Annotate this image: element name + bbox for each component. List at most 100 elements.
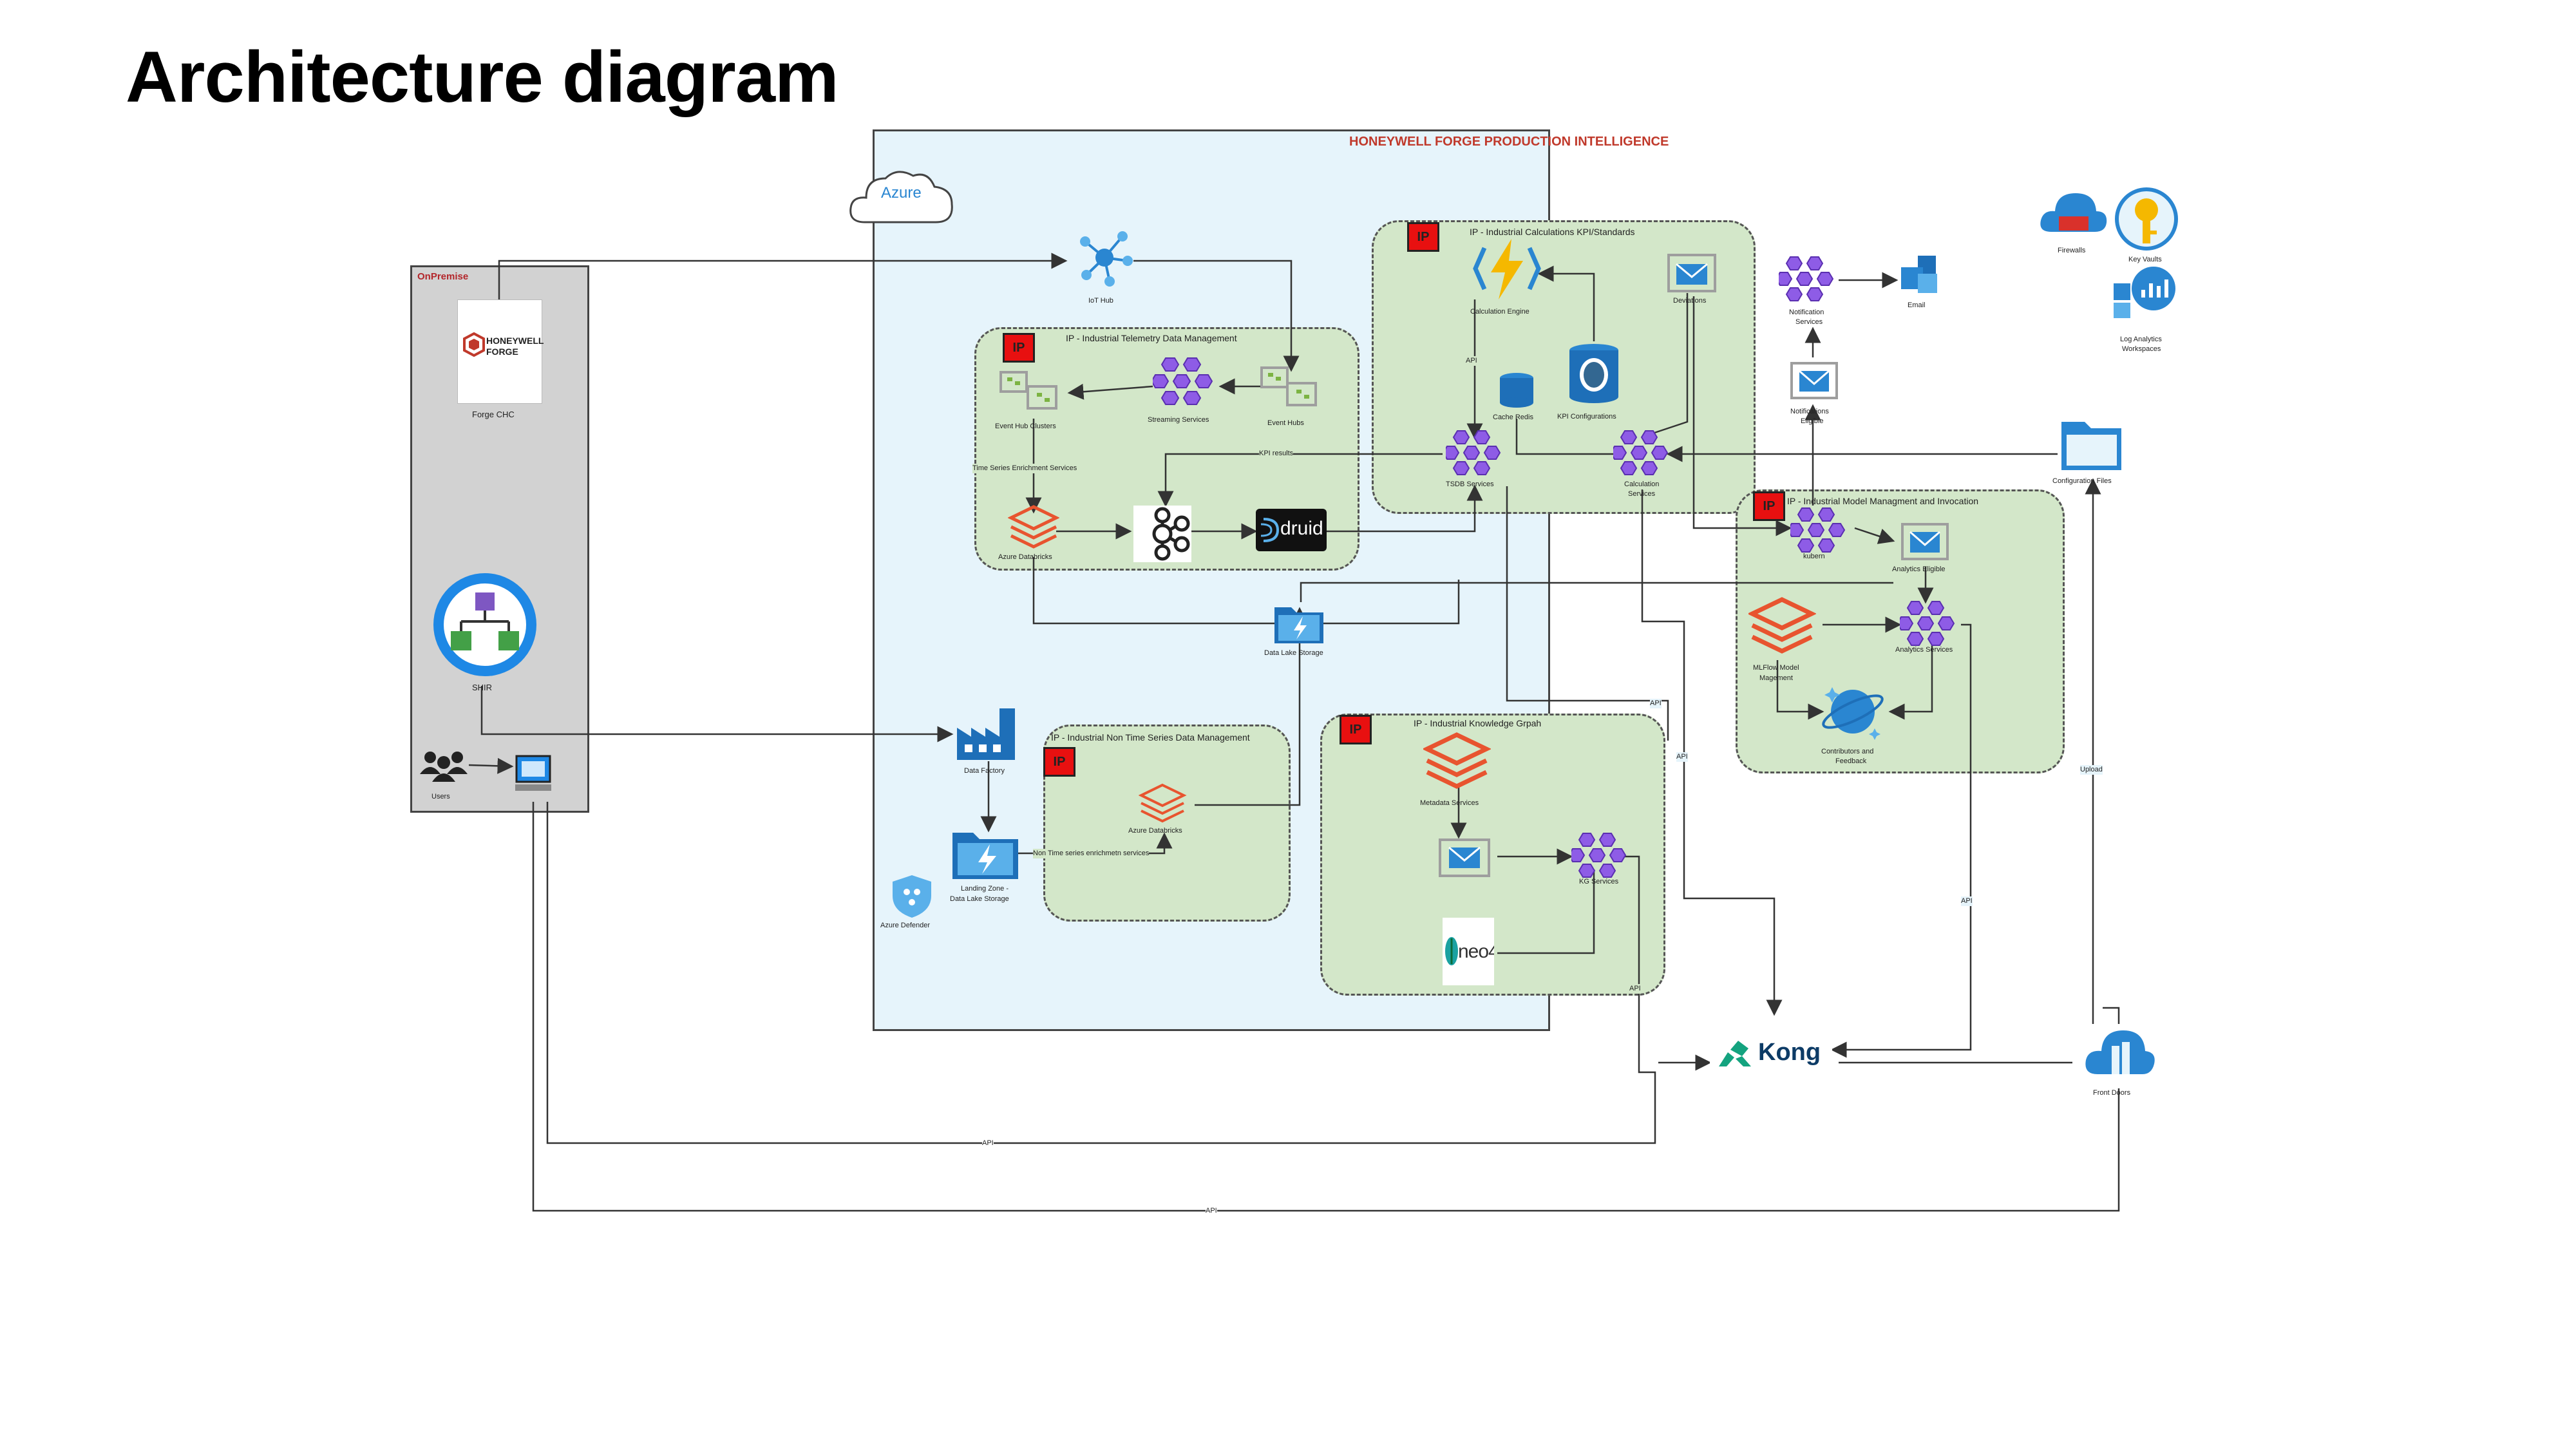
- calculation-engine-icon: [1473, 239, 1541, 299]
- ip-badge-non-time-series: IP: [1043, 747, 1075, 777]
- ip-badge-knowledge-graph: IP: [1340, 715, 1372, 744]
- ip-badge-calculations: IP: [1407, 222, 1439, 252]
- users-icon: [420, 752, 468, 782]
- edge-label-api-kg: API: [1629, 984, 1641, 994]
- tsdb-services-icon: [1446, 430, 1501, 475]
- cache-redis-label: Cache Redis: [1493, 413, 1533, 421]
- analytics-eligible-label: Analytics Eligible: [1892, 565, 1946, 573]
- druid-mark-icon: [1260, 518, 1279, 542]
- kg-services-icon: [1571, 833, 1627, 878]
- edge-label-api-calc-services: API: [1650, 699, 1662, 708]
- contributors-feedback-icon: [1822, 687, 1884, 740]
- azure-defender-icon: [893, 875, 931, 918]
- nts-azure-databricks-icon: [1139, 783, 1187, 823]
- ip-badge-telemetry: IP: [1003, 333, 1035, 363]
- event-hubs-label: Event Hubs: [1267, 419, 1304, 427]
- metadata-services-label: Metadata Services: [1420, 799, 1479, 807]
- landing-zone-label-2: Data Lake Storage: [950, 895, 1009, 903]
- notification-services-label-1: Notification: [1789, 308, 1824, 316]
- group-non-time-series-title: IP - Industrial Non Time Series Data Man…: [1051, 732, 1250, 743]
- shir-icon: [433, 573, 536, 676]
- iot-hub-label: IoT Hub: [1088, 297, 1113, 305]
- data-lake-storage-label: Data Lake Storage: [1264, 649, 1323, 657]
- kubern-icon: [1790, 507, 1846, 553]
- onpremise-title: OnPremise: [417, 271, 469, 282]
- group-model-management-title: IP - Industrial Model Managment and Invo…: [1787, 496, 1979, 506]
- notification-services-label-2: Services: [1795, 318, 1823, 326]
- notifications-eligible-label-1: Notifications: [1790, 408, 1829, 415]
- kg-mail-icon: [1439, 838, 1490, 877]
- kpi-configurations-icon: [1569, 344, 1618, 403]
- log-analytics-label-2: Workspaces: [2122, 345, 2161, 353]
- edge-label-api-analytics: API: [1961, 896, 1973, 906]
- email-icon: [1901, 256, 1937, 293]
- analytics-eligible-icon: [1901, 523, 1949, 560]
- data-factory-label: Data Factory: [964, 767, 1005, 775]
- kafka-icon: [1133, 506, 1191, 562]
- log-analytics-label-1: Log Analytics: [2120, 336, 2162, 343]
- ts-enrichment-label: Time Series Enrichment Services: [972, 464, 1077, 473]
- front-doors-icon: [2085, 1030, 2155, 1074]
- configuration-files-icon: [2061, 422, 2121, 470]
- calculation-services-label-1: Calculation: [1624, 480, 1660, 488]
- neo4j-label: neo4j: [1458, 941, 1494, 962]
- tsdb-services-label: TSDB Services: [1446, 480, 1494, 488]
- iot-hub-icon: [1080, 231, 1133, 287]
- forge-logo-line1: HONEYWELL: [486, 336, 544, 346]
- edge-label-kpi-results: KPI results: [1259, 449, 1294, 459]
- edge-label-upload: Upload: [2080, 765, 2103, 775]
- mlflow-label-2: Magement: [1759, 674, 1793, 682]
- group-knowledge-graph-title: IP - Industrial Knowledge Grpah: [1414, 718, 1542, 728]
- kpi-configurations-label: KPI Configurations: [1557, 413, 1616, 421]
- neo4j-mark-icon: [1445, 937, 1458, 965]
- streaming-services-icon: [1153, 357, 1213, 405]
- metadata-services-icon: [1423, 732, 1491, 789]
- forge-logo-line2: FORGE: [486, 346, 518, 357]
- mlflow-icon: [1748, 597, 1816, 654]
- neo4j-logo: neo4j: [1443, 918, 1494, 985]
- key-vaults-icon: [2115, 187, 2178, 251]
- shir-label: SHIR: [472, 683, 493, 692]
- honeywell-forge-logo: HONEYWELL FORGE: [457, 299, 544, 404]
- event-hubs-icon: [1260, 366, 1317, 406]
- edge-label-api-bottom-1: API: [982, 1139, 994, 1148]
- event-hub-clusters-label: Event Hub Clusters: [995, 422, 1056, 430]
- group-non-time-series: [1043, 724, 1291, 922]
- kong-label: Kong: [1758, 1039, 1821, 1066]
- analytics-services-label: Analytics Services: [1895, 646, 1953, 654]
- kubern-label: kubern: [1803, 553, 1825, 560]
- data-factory-icon: [957, 708, 1015, 760]
- edge-label-api-bottom-2: API: [1206, 1206, 1217, 1216]
- deviations-label: Deviations: [1673, 297, 1707, 305]
- page-title: Architecture diagram: [126, 37, 839, 117]
- kg-services-label: KG Services: [1579, 878, 1619, 886]
- firewalls-icon: [2040, 193, 2107, 232]
- users-label: Users: [431, 793, 450, 800]
- azure-databricks-icon: [1008, 505, 1059, 549]
- hexagon-icon: [463, 332, 485, 357]
- notifications-eligible-icon: [1790, 362, 1838, 399]
- druid-label: druid: [1280, 518, 1323, 539]
- notifications-eligible-label-2: Eligible: [1801, 417, 1824, 425]
- landing-zone-icon: [952, 833, 1018, 879]
- streaming-services-label: Streaming Services: [1148, 416, 1209, 424]
- edge-label-api-kong-left: API: [1676, 752, 1688, 762]
- notification-services-icon: [1779, 256, 1834, 301]
- azure-databricks-label: Azure Databricks: [998, 553, 1052, 561]
- contributors-label-1: Contributors and: [1821, 748, 1874, 755]
- data-lake-storage-icon: [1274, 607, 1323, 643]
- terminal-icon[interactable]: [514, 753, 553, 793]
- front-doors-label: Front Doors: [2093, 1089, 2131, 1097]
- azure-cloud-icon: [849, 171, 953, 223]
- landing-zone-label-1: Landing Zone -: [961, 885, 1009, 893]
- log-analytics-icon: [2114, 267, 2175, 318]
- event-hub-clusters-icon: [999, 371, 1057, 410]
- calculation-services-icon: [1613, 430, 1669, 475]
- calculation-engine-label: Calculation Engine: [1470, 308, 1530, 316]
- ip-badge-model-management: IP: [1753, 491, 1785, 521]
- group-telemetry-title: IP - Industrial Telemetry Data Managemen…: [1066, 333, 1237, 343]
- configuration-files-label: Configuration Files: [2052, 477, 2112, 485]
- firewalls-label: Firewalls: [2058, 247, 2086, 254]
- calculation-services-label-2: Services: [1628, 490, 1656, 498]
